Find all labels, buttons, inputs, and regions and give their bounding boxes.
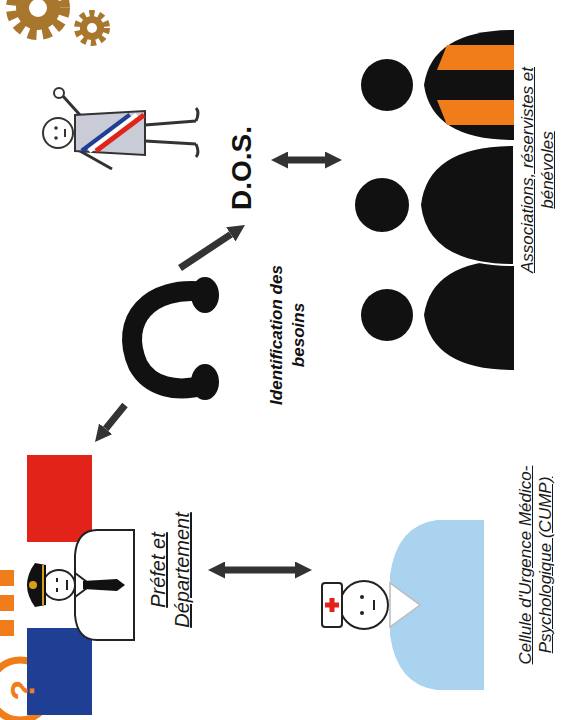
double-arrow bbox=[288, 157, 325, 164]
silhouette-body bbox=[424, 260, 514, 370]
phone-icon bbox=[132, 277, 219, 400]
head bbox=[43, 570, 75, 600]
eye bbox=[54, 136, 58, 140]
gear-body bbox=[16, 0, 60, 30]
arm bbox=[62, 95, 80, 115]
foot bbox=[196, 144, 198, 157]
eye bbox=[56, 588, 58, 592]
node-label: Préfet et Département bbox=[146, 495, 194, 645]
gear-teeth bbox=[78, 14, 106, 42]
collar bbox=[390, 583, 420, 627]
sash-red bbox=[96, 115, 144, 151]
figure-group: Associations, réservistes et bénévoles bbox=[345, 15, 562, 385]
kepi-band bbox=[42, 565, 44, 605]
foot bbox=[196, 108, 198, 121]
silhouette-head bbox=[361, 289, 413, 341]
node-label: Associations, réservistes et bénévoles bbox=[518, 55, 558, 285]
head bbox=[340, 581, 388, 629]
red-cross bbox=[330, 598, 335, 612]
silhouette-head bbox=[354, 177, 410, 233]
double-arrow bbox=[106, 234, 231, 428]
question-mark: ? bbox=[4, 670, 40, 710]
gear-body bbox=[80, 16, 104, 40]
silhouette-body bbox=[420, 145, 514, 265]
hand bbox=[54, 88, 64, 98]
double-arrow bbox=[225, 567, 295, 574]
uniform-coat bbox=[75, 530, 134, 640]
eye bbox=[56, 578, 58, 582]
head bbox=[43, 118, 73, 148]
eye bbox=[360, 611, 364, 615]
sash-white bbox=[89, 115, 137, 151]
stripe bbox=[0, 595, 14, 611]
node-label: Cellule d'Urgence Médico-Psychologique (… bbox=[516, 430, 556, 700]
mouth bbox=[64, 129, 66, 137]
tie bbox=[83, 579, 125, 591]
figure-group: D.O.S. bbox=[35, 50, 268, 222]
volunteers-silhouettes bbox=[354, 30, 514, 370]
gear-hole bbox=[29, 0, 47, 17]
eye bbox=[360, 595, 364, 599]
flag-blue bbox=[27, 628, 92, 715]
mouthpiece bbox=[191, 364, 219, 400]
mayor-figure bbox=[43, 88, 198, 169]
flag-red bbox=[27, 455, 92, 542]
leg bbox=[145, 141, 196, 144]
orange-vest bbox=[437, 100, 514, 125]
mouth bbox=[373, 600, 375, 610]
figure-group: Préfet et Département bbox=[15, 445, 205, 720]
stripe bbox=[0, 570, 14, 586]
orange-vest bbox=[437, 45, 514, 70]
nurse-figure bbox=[322, 520, 484, 690]
leg bbox=[145, 121, 196, 125]
kepi-badge bbox=[29, 581, 37, 589]
tunic bbox=[75, 111, 145, 155]
prefet-figure bbox=[27, 455, 134, 715]
gear-teeth bbox=[12, 0, 64, 34]
stripe bbox=[0, 620, 14, 636]
eye bbox=[54, 126, 58, 130]
silhouette-body bbox=[424, 30, 514, 140]
gear-icon bbox=[12, 0, 106, 42]
uniform bbox=[390, 520, 484, 690]
nurse-cap bbox=[322, 583, 342, 627]
figure-group: Cellule d'Urgence Médico-Psychologique (… bbox=[315, 395, 560, 720]
edge-label: Identification des besoins bbox=[266, 240, 310, 430]
decor-stripes bbox=[0, 570, 14, 636]
mouth bbox=[66, 580, 68, 590]
kepi bbox=[27, 563, 46, 607]
gear-hole bbox=[87, 23, 97, 33]
node-label: D.O.S. bbox=[226, 118, 258, 218]
earpiece bbox=[191, 277, 219, 313]
silhouette-head bbox=[361, 59, 413, 111]
